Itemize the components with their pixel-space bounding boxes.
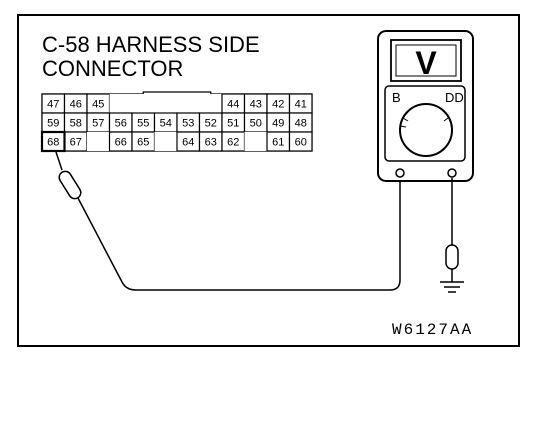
connector-pin-label: 56 [115, 118, 127, 130]
voltmeter-display [390, 39, 462, 82]
connector-pin-label: 53 [182, 118, 194, 130]
voltmeter-range-label: B [392, 90, 401, 105]
connector-pin-label: 67 [70, 137, 82, 149]
connector-pin-label: 51 [227, 118, 239, 130]
connector-empty-cell [87, 132, 110, 151]
connector-pin-label: 49 [272, 118, 284, 130]
ground-symbol [440, 281, 464, 293]
connector-pin-label: 60 [295, 137, 307, 149]
connector-pin-label: 61 [272, 137, 284, 149]
connector-empty-cell [154, 94, 177, 113]
connector-pin-label: 58 [70, 118, 82, 130]
voltmeter: V B DD [377, 30, 474, 182]
connector-pin-label: 54 [160, 118, 172, 130]
connector-pin-label: 44 [227, 99, 239, 111]
ground-probe [445, 244, 459, 270]
ground-lead [440, 178, 464, 293]
connector-pin-label: 48 [295, 118, 307, 130]
connector-empty-cell [244, 132, 267, 151]
voltmeter-terminal-right [447, 168, 457, 178]
connector-title-line1: C-58 HARNESS SIDE [42, 32, 260, 57]
connector-pin-label: 47 [47, 99, 59, 111]
connector-pin-label: 63 [205, 137, 217, 149]
c58-connector: 47 46 45 44 43 42 41 59 58 57 56 55 54 53 52 51 50 49 48 68… [40, 91, 313, 153]
connector-empty-cell [177, 94, 200, 113]
connector-title-line2: CONNECTOR [42, 56, 183, 81]
connector-pin-label: 50 [250, 118, 262, 130]
connector-pin-cell [288, 131, 313, 152]
connector-pin-label: 52 [205, 118, 217, 130]
connector-pin-label: 55 [137, 118, 149, 130]
connector-empty-cell [199, 94, 222, 113]
connector-pin-label: 65 [137, 137, 149, 149]
connector-pin-label: 43 [250, 99, 262, 111]
voltmeter-side-label: DD [445, 90, 464, 105]
voltmeter-selector-dial [399, 103, 453, 157]
tested-pin-highlight [40, 130, 66, 153]
connector-pin-label: 62 [227, 137, 239, 149]
connector-pin-label: 59 [47, 118, 59, 130]
test-probe [55, 151, 82, 200]
connector-pin-label: 64 [182, 137, 194, 149]
connector-pin-label: 42 [272, 99, 284, 111]
connector-pin-label: 66 [115, 137, 127, 149]
connector-pin-label: 45 [92, 99, 104, 111]
figure-frame [17, 14, 520, 347]
probe-lead-wire [77, 178, 401, 291]
connector-pin-label: 68 [47, 137, 59, 149]
figure-code: W6127AA [392, 321, 473, 339]
connector-empty-cell [132, 94, 155, 113]
connector-empty-cell [154, 132, 177, 151]
connector-pin-label: 46 [70, 99, 82, 111]
voltmeter-display-symbol: V [415, 45, 437, 81]
voltmeter-terminal-left [395, 168, 405, 178]
connector-pin-label: 57 [92, 118, 104, 130]
connector-empty-cell [109, 94, 132, 113]
connector-pin-label: 41 [295, 99, 307, 111]
